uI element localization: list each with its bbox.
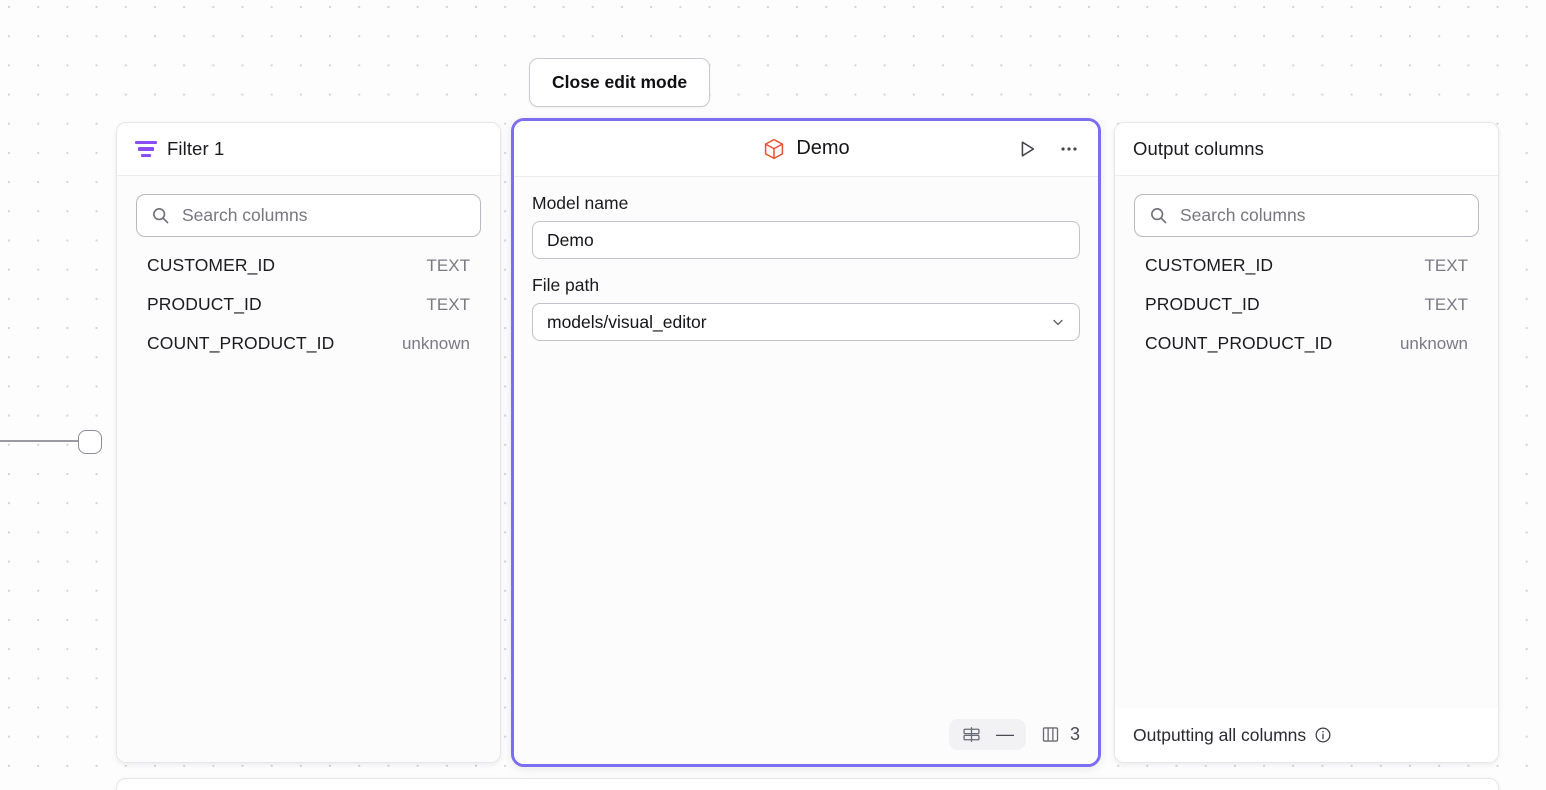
file-path-select-wrap: models/visual_editor [532, 303, 1080, 341]
output-panel-body: CUSTOMER_ID TEXT PRODUCT_ID TEXT COUNT_P… [1115, 176, 1498, 708]
demo-node-title: Demo [796, 137, 850, 159]
output-column-list: CUSTOMER_ID TEXT PRODUCT_ID TEXT COUNT_P… [1134, 255, 1479, 372]
column-name: PRODUCT_ID [147, 294, 262, 314]
filter-search-box[interactable] [136, 194, 481, 237]
column-name: COUNT_PRODUCT_ID [147, 333, 335, 353]
filter-column-list: CUSTOMER_ID TEXT PRODUCT_ID TEXT COUNT_P… [136, 255, 481, 372]
connector-edge [0, 440, 82, 442]
demo-node-header: Demo [514, 121, 1098, 177]
filter-panel: Filter 1 CUSTOMER_ID TEXT PRODUCT_ID [116, 122, 501, 763]
output-footer-text: Outputting all columns [1133, 724, 1307, 745]
column-name: PRODUCT_ID [1145, 294, 1260, 314]
column-count-value: 3 [1069, 723, 1080, 744]
column-count-group[interactable]: 3 [1040, 724, 1080, 745]
columns-icon [1040, 724, 1061, 745]
filter-panel-header: Filter 1 [117, 123, 500, 176]
run-icon[interactable] [1014, 136, 1040, 162]
model-name-field[interactable] [532, 221, 1080, 259]
column-name: CUSTOMER_ID [1145, 255, 1274, 275]
search-icon [151, 206, 170, 225]
table-row[interactable]: CUSTOMER_ID TEXT [136, 255, 481, 294]
demo-node-body: Model name File path models/visual_edito… [514, 177, 1098, 710]
output-search-input[interactable] [1180, 205, 1464, 226]
filter-panel-title: Filter 1 [167, 138, 225, 159]
table-row[interactable]: PRODUCT_ID TEXT [136, 294, 481, 333]
demo-model-node[interactable]: Demo Model name [511, 118, 1101, 767]
output-panel-header: Output columns [1115, 123, 1498, 176]
column-name: CUSTOMER_ID [147, 255, 276, 275]
next-node-panel[interactable] [116, 778, 1499, 790]
column-type: unknown [1399, 334, 1468, 353]
info-icon[interactable] [1314, 726, 1332, 744]
demo-node-footer: — 3 [514, 710, 1098, 764]
row-count-value: — [995, 723, 1014, 744]
column-name: COUNT_PRODUCT_ID [1145, 333, 1333, 353]
column-type: unknown [401, 334, 470, 353]
demo-node-actions [1014, 121, 1082, 176]
model-name-label: Model name [532, 193, 629, 213]
rows-icon [961, 724, 982, 745]
output-columns-panel: Output columns CUSTOMER_ID TEXT PROD [1114, 122, 1499, 763]
table-row[interactable]: CUSTOMER_ID TEXT [1134, 255, 1479, 294]
close-edit-mode-button[interactable]: Close edit mode [529, 58, 711, 107]
table-row[interactable]: PRODUCT_ID TEXT [1134, 294, 1479, 333]
row-count-group[interactable]: — [948, 718, 1026, 750]
search-icon [1149, 206, 1168, 225]
more-options-icon[interactable] [1056, 136, 1082, 162]
file-path-select[interactable]: models/visual_editor [532, 303, 1080, 341]
connector-handle[interactable] [78, 430, 102, 454]
column-type: TEXT [426, 256, 470, 275]
filter-search-input[interactable] [182, 205, 466, 226]
filter-icon [135, 141, 157, 157]
column-type: TEXT [1424, 295, 1468, 314]
filter-panel-body: CUSTOMER_ID TEXT PRODUCT_ID TEXT COUNT_P… [117, 176, 500, 762]
cube-icon [762, 137, 786, 161]
output-search-box[interactable] [1134, 194, 1479, 237]
output-panel-footer: Outputting all columns [1115, 708, 1498, 762]
column-type: TEXT [1424, 256, 1468, 275]
output-panel-title: Output columns [1133, 138, 1264, 159]
table-row[interactable]: COUNT_PRODUCT_ID unknown [1134, 333, 1479, 372]
file-path-label: File path [532, 275, 600, 295]
column-type: TEXT [426, 295, 470, 314]
table-row[interactable]: COUNT_PRODUCT_ID unknown [136, 333, 481, 372]
